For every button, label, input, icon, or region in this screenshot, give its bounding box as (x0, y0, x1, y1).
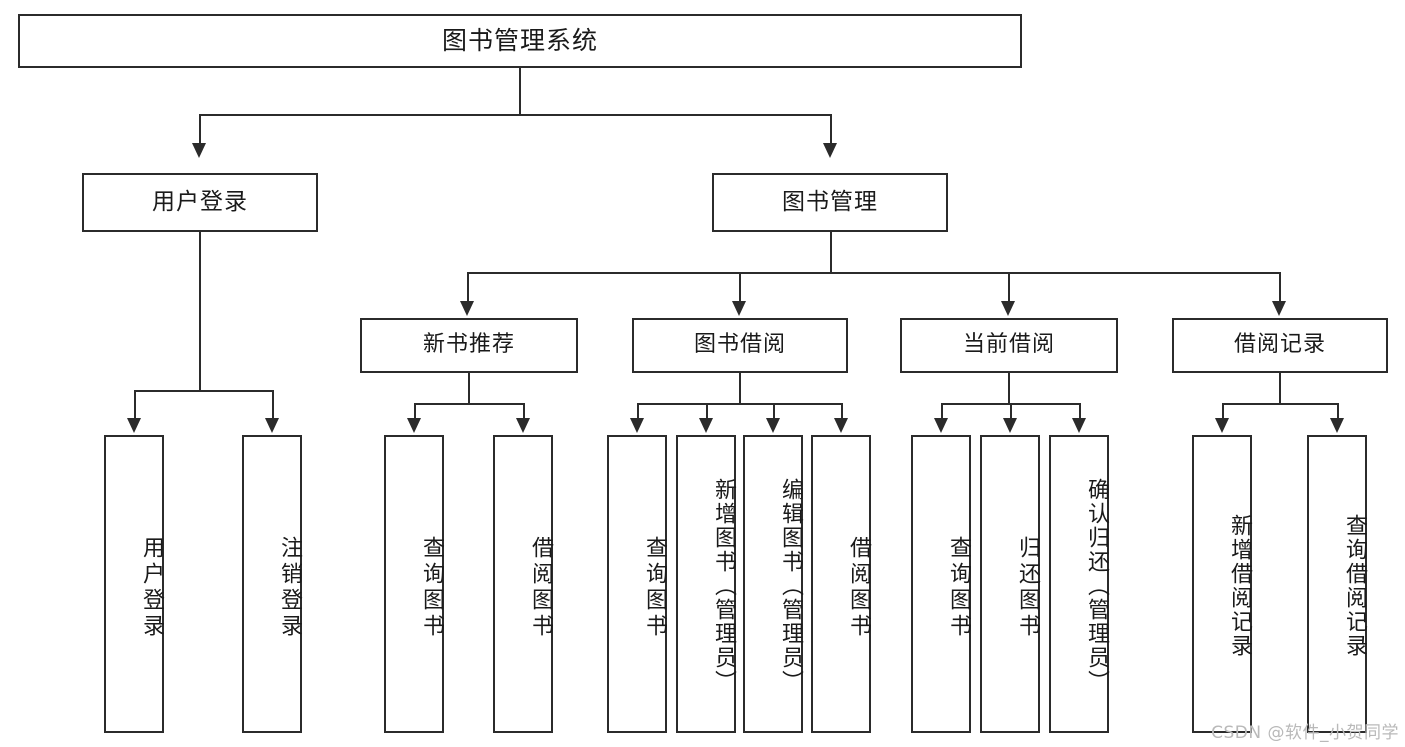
node-book-borrow[interactable]: 图书借阅 (632, 318, 848, 373)
node-leaf-add-book[interactable]: 新增图书（管理员） (676, 435, 736, 733)
arrowhead-leaf-logout-login (265, 418, 279, 433)
connector-book-manage-drop-3 (1008, 272, 1010, 301)
connector-br-drop-2 (1337, 403, 1339, 418)
node-leaf-borrow-book-2[interactable]: 借阅图书 (811, 435, 871, 733)
node-label: 用户登录 (139, 536, 164, 640)
arrowhead-leaf-user-login (127, 418, 141, 433)
connector-nbr-bus (414, 403, 524, 405)
node-label: 用户登录 (152, 188, 248, 215)
node-leaf-edit-book[interactable]: 编辑图书（管理员） (743, 435, 803, 733)
connector-br-bus (1222, 403, 1338, 405)
node-leaf-user-login[interactable]: 用户登录 (104, 435, 164, 733)
connector-user-login-bus (134, 390, 274, 392)
connector-root-drop-left (199, 114, 201, 143)
node-leaf-logout-login[interactable]: 注销登录 (242, 435, 302, 733)
connector-cb-drop-1 (941, 403, 943, 418)
node-leaf-query-book-3[interactable]: 查询图书 (911, 435, 971, 733)
connector-book-manage-drop-2 (739, 272, 741, 301)
connector-root-bus (199, 114, 831, 116)
node-label: 新书推荐 (422, 332, 515, 358)
arrowhead-borrow-record (1272, 301, 1286, 316)
node-label: 查询图书 (419, 536, 444, 640)
arrowhead-current-borrow (1001, 301, 1015, 316)
node-label: 归还图书 (1015, 536, 1040, 640)
connector-bb-stem (739, 373, 741, 403)
arrowhead-new-book-recommend (460, 301, 474, 316)
arrowhead-leaf-borrow-book-1 (516, 418, 530, 433)
connector-nbr-drop-1 (414, 403, 416, 418)
node-root-book-management-system[interactable]: 图书管理系统 (18, 14, 1022, 68)
connector-br-drop-1 (1222, 403, 1224, 418)
connector-cb-drop-3 (1079, 403, 1081, 418)
node-label: 借阅图书 (846, 536, 871, 640)
node-label: 借阅记录 (1233, 332, 1326, 358)
connector-user-login-drop-2 (272, 390, 274, 418)
connector-bb-drop-3 (773, 403, 775, 418)
connector-nbr-stem (468, 373, 470, 403)
connector-book-manage-stem (830, 232, 832, 272)
connector-cb-drop-2 (1010, 403, 1012, 418)
connector-bb-bus (637, 403, 842, 405)
arrowhead-leaf-borrow-book-2 (834, 418, 848, 433)
node-label: 编辑图书（管理员） (778, 478, 803, 694)
node-leaf-query-book-1[interactable]: 查询图书 (384, 435, 444, 733)
node-leaf-return-book[interactable]: 归还图书 (980, 435, 1040, 733)
arrowhead-leaf-query-book-1 (407, 418, 421, 433)
arrowhead-leaf-edit-book (766, 418, 780, 433)
connector-nbr-drop-2 (523, 403, 525, 418)
node-label: 图书管理系统 (441, 26, 598, 55)
connector-book-manage-bus (467, 272, 1280, 274)
node-label: 查询图书 (642, 536, 667, 640)
arrowhead-leaf-add-book (699, 418, 713, 433)
arrowhead-leaf-add-record (1215, 418, 1229, 433)
connector-bb-drop-1 (637, 403, 639, 418)
node-leaf-add-record[interactable]: 新增借阅记录 (1192, 435, 1252, 733)
node-leaf-confirm-return[interactable]: 确认归还（管理员） (1049, 435, 1109, 733)
node-leaf-query-book-2[interactable]: 查询图书 (607, 435, 667, 733)
node-current-borrow[interactable]: 当前借阅 (900, 318, 1118, 373)
node-label: 注销登录 (277, 536, 302, 640)
node-leaf-query-record[interactable]: 查询借阅记录 (1307, 435, 1367, 733)
connector-br-stem (1279, 373, 1281, 403)
arrowhead-leaf-query-book-3 (934, 418, 948, 433)
arrowhead-book-borrow (732, 301, 746, 316)
arrowhead-to-user-login (192, 143, 206, 158)
node-label: 查询图书 (946, 536, 971, 640)
connector-bb-drop-4 (841, 403, 843, 418)
arrowhead-leaf-query-book-2 (630, 418, 644, 433)
connector-root-drop-right (830, 114, 832, 143)
connector-cb-stem (1008, 373, 1010, 403)
node-user-login[interactable]: 用户登录 (82, 173, 318, 232)
connector-book-manage-drop-1 (467, 272, 469, 301)
arrowhead-to-book-manage (823, 143, 837, 158)
node-borrow-record[interactable]: 借阅记录 (1172, 318, 1388, 373)
connector-user-login-drop-1 (134, 390, 136, 418)
connector-user-login-stem (199, 232, 201, 390)
node-label: 借阅图书 (528, 536, 553, 640)
node-label: 图书借阅 (693, 332, 786, 358)
connector-bb-drop-2 (706, 403, 708, 418)
node-new-book-recommend[interactable]: 新书推荐 (360, 318, 578, 373)
node-leaf-borrow-book-1[interactable]: 借阅图书 (493, 435, 553, 733)
node-label: 新增图书（管理员） (711, 478, 736, 694)
node-label: 查询借阅记录 (1342, 514, 1367, 658)
node-label: 图书管理 (782, 188, 878, 215)
node-book-manage[interactable]: 图书管理 (712, 173, 948, 232)
connector-book-manage-drop-4 (1279, 272, 1281, 301)
arrowhead-leaf-return-book (1003, 418, 1017, 433)
connector-root-stem (519, 68, 521, 114)
node-label: 当前借阅 (962, 332, 1055, 358)
arrowhead-leaf-confirm-return (1072, 418, 1086, 433)
node-label: 新增借阅记录 (1227, 514, 1252, 658)
arrowhead-leaf-query-record (1330, 418, 1344, 433)
node-label: 确认归还（管理员） (1084, 478, 1109, 694)
